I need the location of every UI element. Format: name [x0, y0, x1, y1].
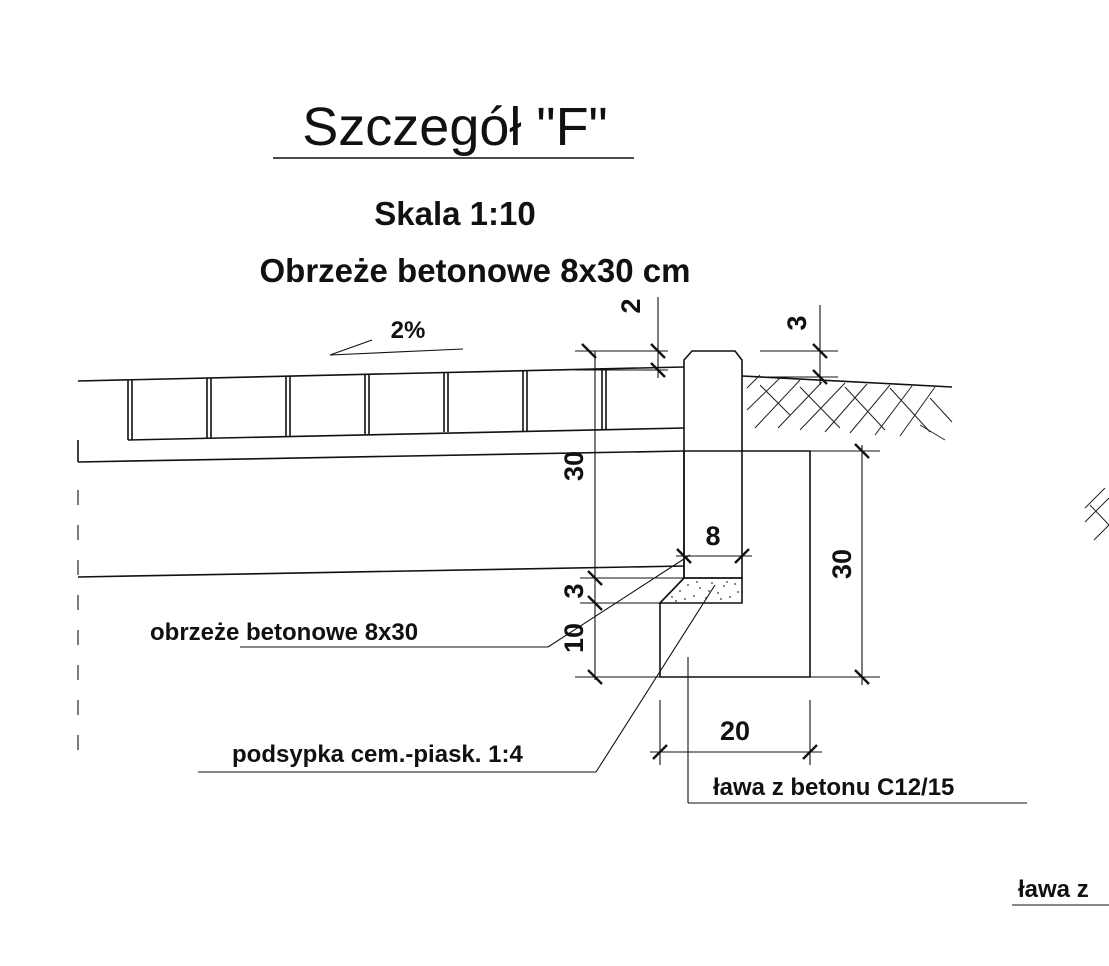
dimension-foundation-height: 30 — [810, 443, 880, 685]
dimension-bedding-label: 3 — [559, 583, 589, 598]
dimension-curb-height-label: 30 — [559, 451, 589, 481]
label-foundation: ława z betonu C12/15 — [713, 774, 954, 801]
label-foundation-cutoff: ława z — [1018, 876, 1089, 903]
dimension-3-top-label: 3 — [782, 315, 812, 330]
slope-arrow — [329, 339, 464, 356]
leader-curb: obrzeże betonowe 8x30 — [150, 554, 691, 648]
dimension-foundation-width: 20 — [650, 700, 822, 765]
dimension-2: 2 — [575, 297, 668, 378]
dimension-2-label: 2 — [616, 298, 646, 313]
leader-bedding: podsypka cem.-piask. 1:4 — [198, 584, 716, 773]
leader-foundation-cutoff: ława z — [1012, 876, 1109, 906]
dimension-foundation-height-label: 30 — [827, 549, 857, 579]
drawing-subtitle: Obrzeże betonowe 8x30 cm — [260, 252, 691, 289]
label-bedding: podsypka cem.-piask. 1:4 — [232, 741, 523, 768]
drawing-scale: Skala 1:10 — [374, 195, 535, 232]
drawing-title: Szczegół "F" — [302, 97, 607, 157]
paving-slabs — [77, 366, 685, 578]
dimension-curb-height: 30 3 10 — [559, 351, 684, 685]
dimension-foundation-width-label: 20 — [720, 716, 750, 746]
concrete-foundation — [659, 450, 811, 678]
slope-label: 2% — [391, 317, 426, 344]
soil-hatching — [741, 374, 953, 441]
dimension-foundation-lower-label: 10 — [559, 623, 589, 653]
dimension-3-top: 3 — [760, 305, 838, 385]
bedding-layer — [658, 577, 743, 604]
label-curb: obrzeże betonowe 8x30 — [150, 619, 418, 646]
soil-hatching-cutoff — [1084, 487, 1109, 541]
dimension-curb-width: 8 — [676, 521, 752, 564]
dimension-curb-width-label: 8 — [705, 521, 720, 551]
concrete-curb — [683, 350, 743, 579]
leader-foundation: ława z betonu C12/15 — [687, 657, 1027, 804]
